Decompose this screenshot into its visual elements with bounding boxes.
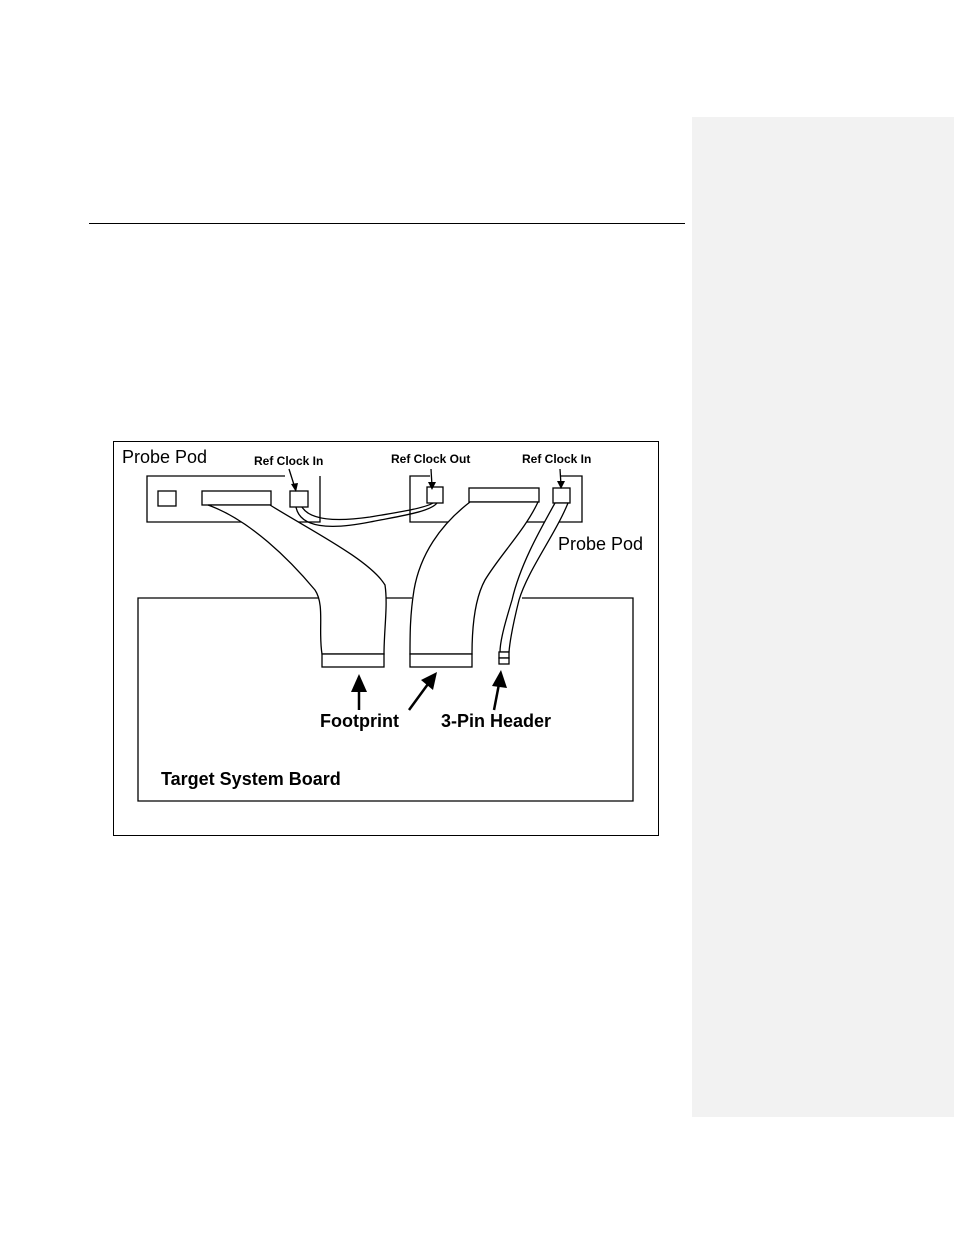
label-ref-clock-out: Ref Clock Out (391, 452, 470, 466)
label-probe-pod-right: Probe Pod (558, 534, 643, 554)
label-ref-clock-in-right: Ref Clock In (522, 452, 591, 466)
arrow-footprint-left (351, 674, 367, 710)
arrow-ref-clock-in-right (557, 469, 565, 489)
arrow-footprint-right (409, 672, 437, 710)
label-probe-pod-left: Probe Pod (122, 447, 207, 467)
arrow-3-pin-header (492, 670, 507, 710)
label-footprint: Footprint (320, 711, 399, 731)
label-3-pin-header: 3-Pin Header (441, 711, 551, 731)
arrow-ref-clock-in-left (289, 469, 298, 492)
ref-clock-cable (296, 503, 437, 526)
label-target-system-board: Target System Board (161, 769, 341, 789)
label-ref-clock-in-left: Ref Clock In (254, 454, 323, 468)
ribbon-cable-left (208, 505, 386, 667)
